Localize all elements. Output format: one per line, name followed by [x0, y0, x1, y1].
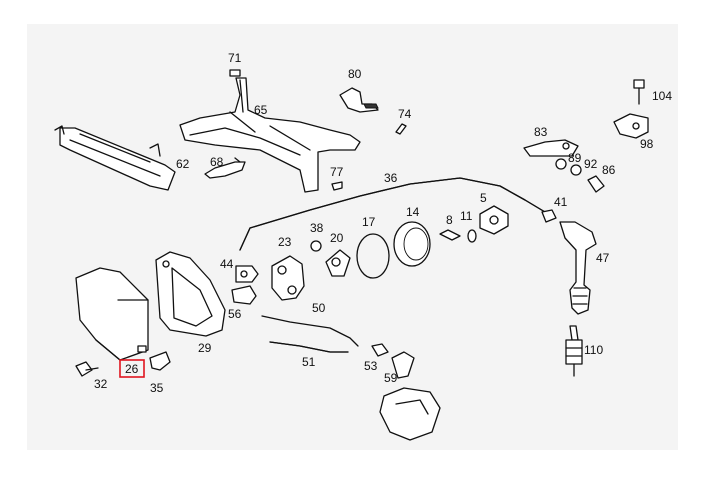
label-36: 36	[384, 171, 398, 185]
label-89: 89	[568, 151, 582, 165]
part-53-fitting[interactable]	[371, 343, 389, 357]
part-110-spark-plug[interactable]	[565, 325, 583, 377]
label-29: 29	[198, 341, 212, 355]
label-47: 47	[596, 251, 610, 265]
part-14-drum[interactable]	[393, 221, 431, 267]
part-62-bracket-rail[interactable]	[54, 125, 176, 191]
part-36-cable[interactable]	[239, 177, 546, 251]
label-17: 17	[362, 215, 376, 229]
label-20: 20	[330, 231, 344, 245]
part-104-bolt[interactable]	[633, 79, 645, 105]
label-80: 80	[348, 67, 362, 81]
part-32-bolt[interactable]	[75, 361, 99, 377]
label-86: 86	[602, 163, 616, 177]
part-86-bolt[interactable]	[587, 175, 605, 193]
part-lower-housing[interactable]	[379, 387, 441, 441]
part-68-bracket[interactable]	[204, 157, 246, 179]
part-71-clip[interactable]	[229, 69, 241, 77]
part-89-washer[interactable]	[555, 158, 567, 170]
part-8-bolt[interactable]	[439, 229, 461, 241]
label-5: 5	[480, 191, 487, 205]
label-83: 83	[534, 125, 548, 139]
part-50-tube[interactable]	[261, 315, 359, 347]
label-104: 104	[652, 89, 672, 103]
part-17-ring[interactable]	[356, 233, 390, 279]
label-44: 44	[220, 257, 234, 271]
part-56-sensor[interactable]	[231, 285, 257, 305]
part-98-bracket[interactable]	[613, 113, 649, 139]
highlight-box-26	[119, 359, 145, 378]
part-20-cap[interactable]	[325, 249, 351, 277]
label-110: 110	[584, 343, 603, 357]
label-65: 65	[254, 103, 268, 117]
part-35-clip[interactable]	[149, 351, 171, 371]
label-56: 56	[228, 307, 242, 321]
part-11-washer[interactable]	[467, 229, 477, 243]
part-59-connector[interactable]	[391, 351, 415, 379]
label-51: 51	[302, 355, 316, 369]
part-41-connector[interactable]	[541, 209, 557, 223]
label-35: 35	[150, 381, 164, 395]
label-68: 68	[210, 155, 224, 169]
part-77-clip[interactable]	[331, 181, 343, 191]
label-38: 38	[310, 221, 324, 235]
label-26[interactable]: 26	[125, 362, 139, 376]
part-29-housing[interactable]	[155, 251, 226, 337]
label-53: 53	[364, 359, 378, 373]
part-51-tube[interactable]	[269, 341, 349, 353]
part-38-nut[interactable]	[310, 240, 322, 252]
label-14: 14	[406, 205, 420, 219]
part-92-nut[interactable]	[570, 164, 582, 176]
label-41: 41	[554, 195, 568, 209]
label-71: 71	[228, 51, 242, 65]
part-44-plug[interactable]	[235, 265, 259, 283]
part-5-plate[interactable]	[479, 205, 509, 235]
label-62: 62	[176, 157, 190, 171]
part-83-bracket[interactable]	[523, 139, 579, 157]
part-65-frame[interactable]	[179, 77, 361, 193]
label-74: 74	[398, 107, 412, 121]
label-32: 32	[94, 377, 108, 391]
part-23-distributor[interactable]	[271, 255, 305, 301]
part-47-plug-lead[interactable]	[559, 221, 597, 315]
label-92: 92	[584, 157, 598, 171]
part-26-cover[interactable]	[75, 267, 149, 361]
label-77: 77	[330, 165, 344, 179]
label-11: 11	[460, 209, 473, 223]
part-80-switch[interactable]	[339, 87, 379, 113]
label-59: 59	[384, 371, 398, 385]
label-50: 50	[312, 301, 326, 315]
label-23: 23	[278, 235, 292, 249]
part-74-bolt[interactable]	[395, 123, 407, 135]
label-98: 98	[640, 137, 654, 151]
label-8: 8	[446, 213, 453, 227]
